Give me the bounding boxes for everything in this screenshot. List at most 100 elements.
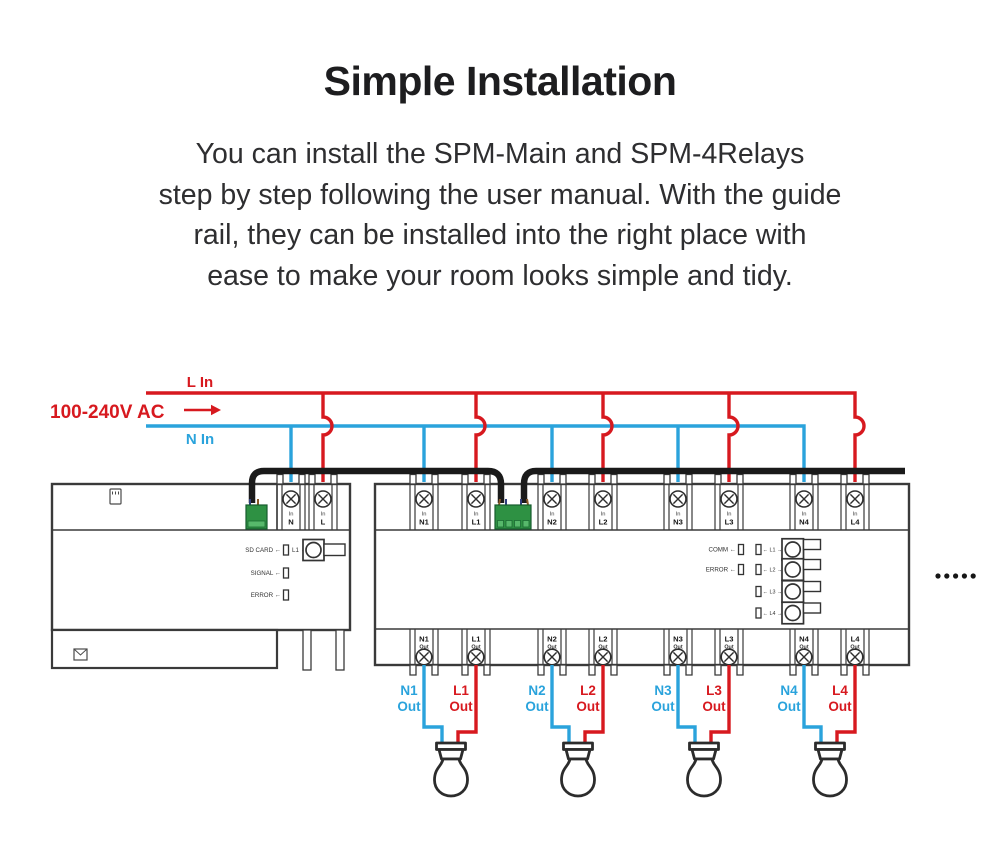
svg-text:Out: Out [547,645,556,651]
svg-text:L3: L3 [706,683,722,698]
svg-text:Out: Out [449,699,473,714]
screw-icon [594,648,612,666]
page-title: Simple Installation [323,58,677,104]
led-icon [737,563,745,576]
terminal-out-l3: L3 Out [714,629,744,676]
svg-text:Out: Out [828,699,852,714]
light-bulb-4 [812,741,848,798]
terminal-in-n1: In N1 [409,473,439,530]
svg-text:Out: Out [777,699,801,714]
main-indicator-sd-card: SD CARD ← L1 ← [245,544,307,556]
svg-text:Out: Out [799,645,808,651]
led-icon [755,607,762,619]
screw-icon [543,648,561,666]
l1-drop-wire [474,393,487,482]
svg-text:In: In [422,512,427,518]
svg-text:N2: N2 [547,635,557,644]
svg-text:L3: L3 [725,635,734,644]
led-icon [755,585,762,598]
terminal-in-n2: In N2 [537,473,567,530]
screw-icon [314,490,332,508]
din-clip [302,629,312,671]
l-in-wire [146,391,866,482]
svg-text:← L2 →: ← L2 → [763,568,783,574]
svg-text:N4: N4 [799,635,809,644]
svg-text:Out: Out [673,645,682,651]
relay-indicator-comm: COMM ← [709,543,745,556]
terminal-in-l: In L [308,473,338,530]
terminal-out-l2: L2 Out [588,629,618,676]
svg-text:N3: N3 [673,518,683,527]
terminal-out-n2: N2 Out [537,629,567,676]
output-label-l3: L3 Out [702,683,726,714]
svg-text:L4: L4 [832,683,848,698]
terminal-in-l3: In L3 [714,473,744,530]
screw-icon [467,648,485,666]
intro-line-3: rail, they can be installed into the rig… [193,219,807,251]
l3-drop-wire [727,393,740,482]
light-bulb-3 [686,741,722,798]
svg-text:← L1 →: ← L1 → [763,548,783,554]
l4-out-wire [835,665,857,746]
svg-text:L3: L3 [725,518,734,527]
relay-channel-1: ← L1 → [755,537,822,562]
svg-text:L2: L2 [599,635,608,644]
svg-text:Out: Out [651,699,675,714]
screw-icon [594,490,612,508]
led-icon [755,543,762,556]
terminal-in-l4: In L4 [840,473,870,530]
n3-out-wire [676,665,697,746]
output-label-n4: N4 Out [777,683,801,714]
screw-icon [720,490,738,508]
svg-text:Out: Out [598,645,607,651]
screw-icon [720,648,738,666]
svg-text:Out: Out [702,699,726,714]
screw-icon [543,490,561,508]
svg-text:N4: N4 [799,518,809,527]
svg-text:← L4 →: ← L4 → [763,611,783,617]
screw-icon [846,490,864,508]
svg-text:ERROR ←: ERROR ← [251,592,281,599]
svg-text:Out: Out [525,699,549,714]
terminal-out-n3: N3 Out [663,629,693,676]
svg-text:In: In [550,512,555,518]
screw-icon [846,648,864,666]
intro-paragraph: You can install the SPM-Main and SPM-4Re… [0,134,1000,296]
svg-text:Out: Out [419,645,428,651]
svg-text:N3: N3 [654,683,672,698]
light-bulb-2 [560,741,596,798]
relay-channel-4: ← L4 → [755,601,822,625]
n2-out-wire [550,665,571,746]
led-icon [737,543,745,556]
svg-text:N1: N1 [419,518,429,527]
svg-text:In: In [289,512,294,518]
svg-text:L1: L1 [472,635,482,644]
intro-line-2: step by step following the user manual. … [158,178,842,211]
power-connector-main [245,504,268,530]
main-indicator-error: ERROR ← [251,589,290,601]
voltage-label: 100-240V AC [50,402,165,423]
led-icon [282,544,290,556]
l2-drop-wire [601,393,614,482]
screw-icon [467,490,485,508]
light-bulb-1 [433,741,469,798]
l3-out-wire [709,665,731,746]
n4-out-wire [802,665,823,746]
terminal-in-n4: In N4 [789,473,819,530]
svg-text:SIGNAL ←: SIGNAL ← [251,570,281,577]
n-in-wire [146,424,806,482]
screw-icon [282,490,300,508]
svg-text:Out: Out [471,645,480,651]
screw-icon [795,648,813,666]
terminal-in-n3: In N3 [663,473,693,530]
svg-text:In: In [321,512,326,518]
terminal-in-n: In N [276,473,306,530]
l-in-label: L In [187,374,213,391]
svg-text:L4: L4 [851,635,861,644]
svg-text:N3: N3 [673,635,683,644]
terminal-out-l4: L4 Out [840,629,870,676]
svg-text:In: In [802,512,807,518]
n1-out-wire [422,665,444,746]
svg-text:In: In [727,512,732,518]
svg-text:ERROR ←: ERROR ← [706,567,736,574]
